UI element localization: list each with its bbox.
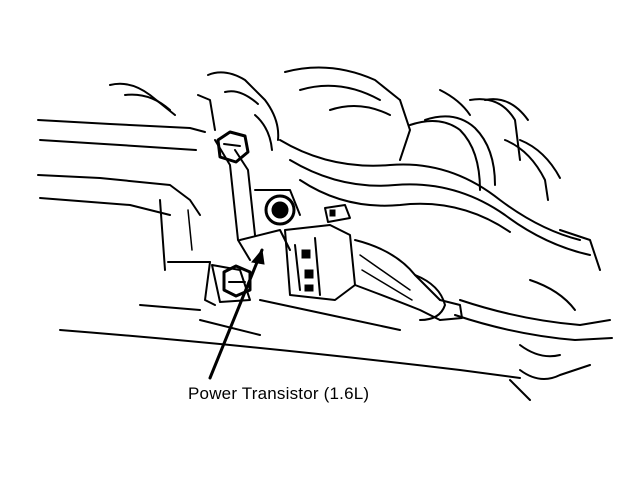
bolt-center <box>264 194 296 226</box>
callout-leader-line <box>208 248 265 380</box>
distributor-housing <box>207 66 411 161</box>
bolt-lower-left <box>222 264 252 298</box>
wiring-harness-right <box>454 229 613 401</box>
engine-block-outline <box>37 82 216 271</box>
power-transistor-label: Power Transistor (1.6L) <box>188 384 370 403</box>
small-clip-top <box>324 204 351 223</box>
bolt-top-left <box>216 130 250 164</box>
power-transistor-connector <box>284 224 463 321</box>
lower-chassis-lines <box>59 299 521 379</box>
ignition-wires <box>279 89 591 256</box>
